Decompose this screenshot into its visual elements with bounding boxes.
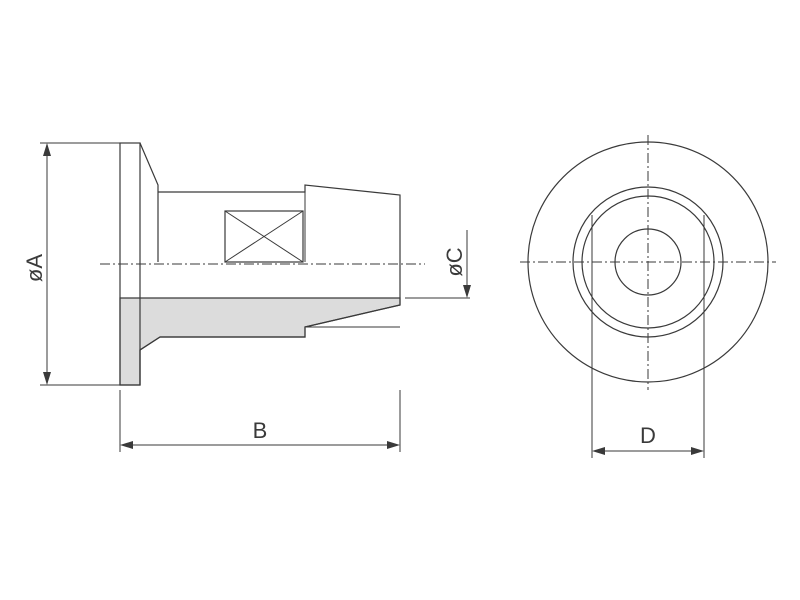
dim-a-label: øA <box>22 254 47 282</box>
dim-c: øC <box>405 230 471 299</box>
flange-taper-top <box>139 142 159 262</box>
body-top <box>158 184 401 262</box>
dim-d: D <box>591 215 705 458</box>
dim-b-label: B <box>253 418 268 443</box>
side-view: øA B øC <box>22 142 471 452</box>
flange-taper-bottom <box>139 336 161 385</box>
dim-a: øA <box>22 142 120 386</box>
dim-b: B <box>119 390 401 452</box>
front-view: D <box>520 135 776 458</box>
dim-d-label: D <box>640 423 656 448</box>
section-fill <box>119 297 401 386</box>
dim-c-label: øC <box>442 247 467 276</box>
wrench-flat <box>224 210 304 263</box>
